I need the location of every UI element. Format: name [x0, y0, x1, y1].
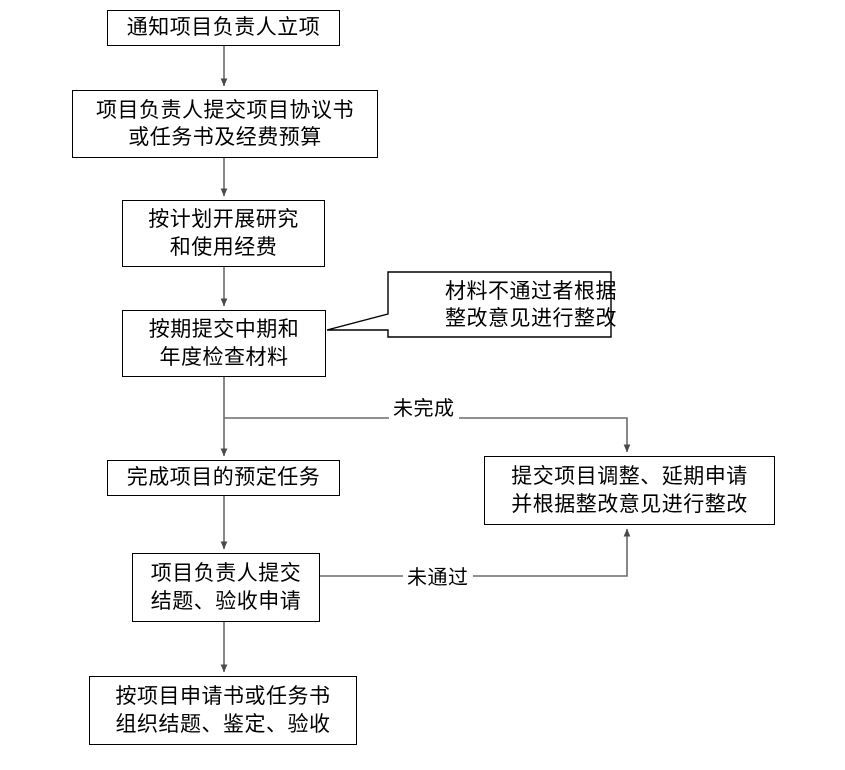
edge-label-not-completed: 未完成	[389, 392, 459, 421]
connector-not-passed-branch	[320, 528, 631, 577]
node-submit-agreement[interactable]: 项目负责人提交项目协议书 或任务书及经费预算	[72, 90, 378, 158]
node-line: 结题、验收申请	[150, 588, 302, 613]
edge-label-text: 未通过	[407, 565, 469, 589]
node-line: 和使用经费	[169, 234, 278, 259]
node-line: 或任务书及经费预算	[128, 125, 322, 149]
node-line: 年度检查材料	[159, 344, 289, 369]
node-line: 项目负责人提交项目协议书	[96, 97, 354, 122]
node-line: 按计划开展研究	[148, 207, 299, 232]
connector-not-completed-branch	[224, 417, 631, 453]
node-complete-tasks[interactable]: 完成项目的预定任务	[107, 460, 340, 496]
node-apply-adjustment[interactable]: 提交项目调整、延期申请 并根据整改意见进行整改	[484, 456, 775, 525]
node-organize-acceptance[interactable]: 按项目申请书或任务书 组织结题、鉴定、验收	[89, 676, 357, 745]
node-notify-pi[interactable]: 通知项目负责人立项	[107, 10, 340, 46]
node-submit-checks[interactable]: 按期提交中期和 年度检查材料	[122, 310, 326, 377]
node-line: 项目负责人提交	[150, 561, 302, 586]
node-line: 通知项目负责人立项	[126, 15, 321, 40]
callout-shape	[326, 271, 612, 338]
node-line: 并根据整改意见进行整改	[511, 491, 748, 516]
node-line: 按项目申请书或任务书	[115, 684, 331, 709]
edge-label-not-passed: 未通过	[403, 561, 473, 590]
node-line: 按期提交中期和	[148, 317, 300, 342]
node-line: 提交项目调整、延期申请	[511, 464, 748, 489]
node-line: 完成项目的预定任务	[126, 465, 321, 490]
node-line: 组织结题、鉴定、验收	[115, 711, 331, 736]
edge-label-text: 未完成	[393, 396, 455, 420]
callout-rectify-note[interactable]: 材料不通过者根据 整改意见进行整改	[326, 271, 617, 338]
node-conduct-research[interactable]: 按计划开展研究 和使用经费	[122, 200, 325, 267]
node-apply-closure[interactable]: 项目负责人提交 结题、验收申请	[132, 553, 320, 622]
